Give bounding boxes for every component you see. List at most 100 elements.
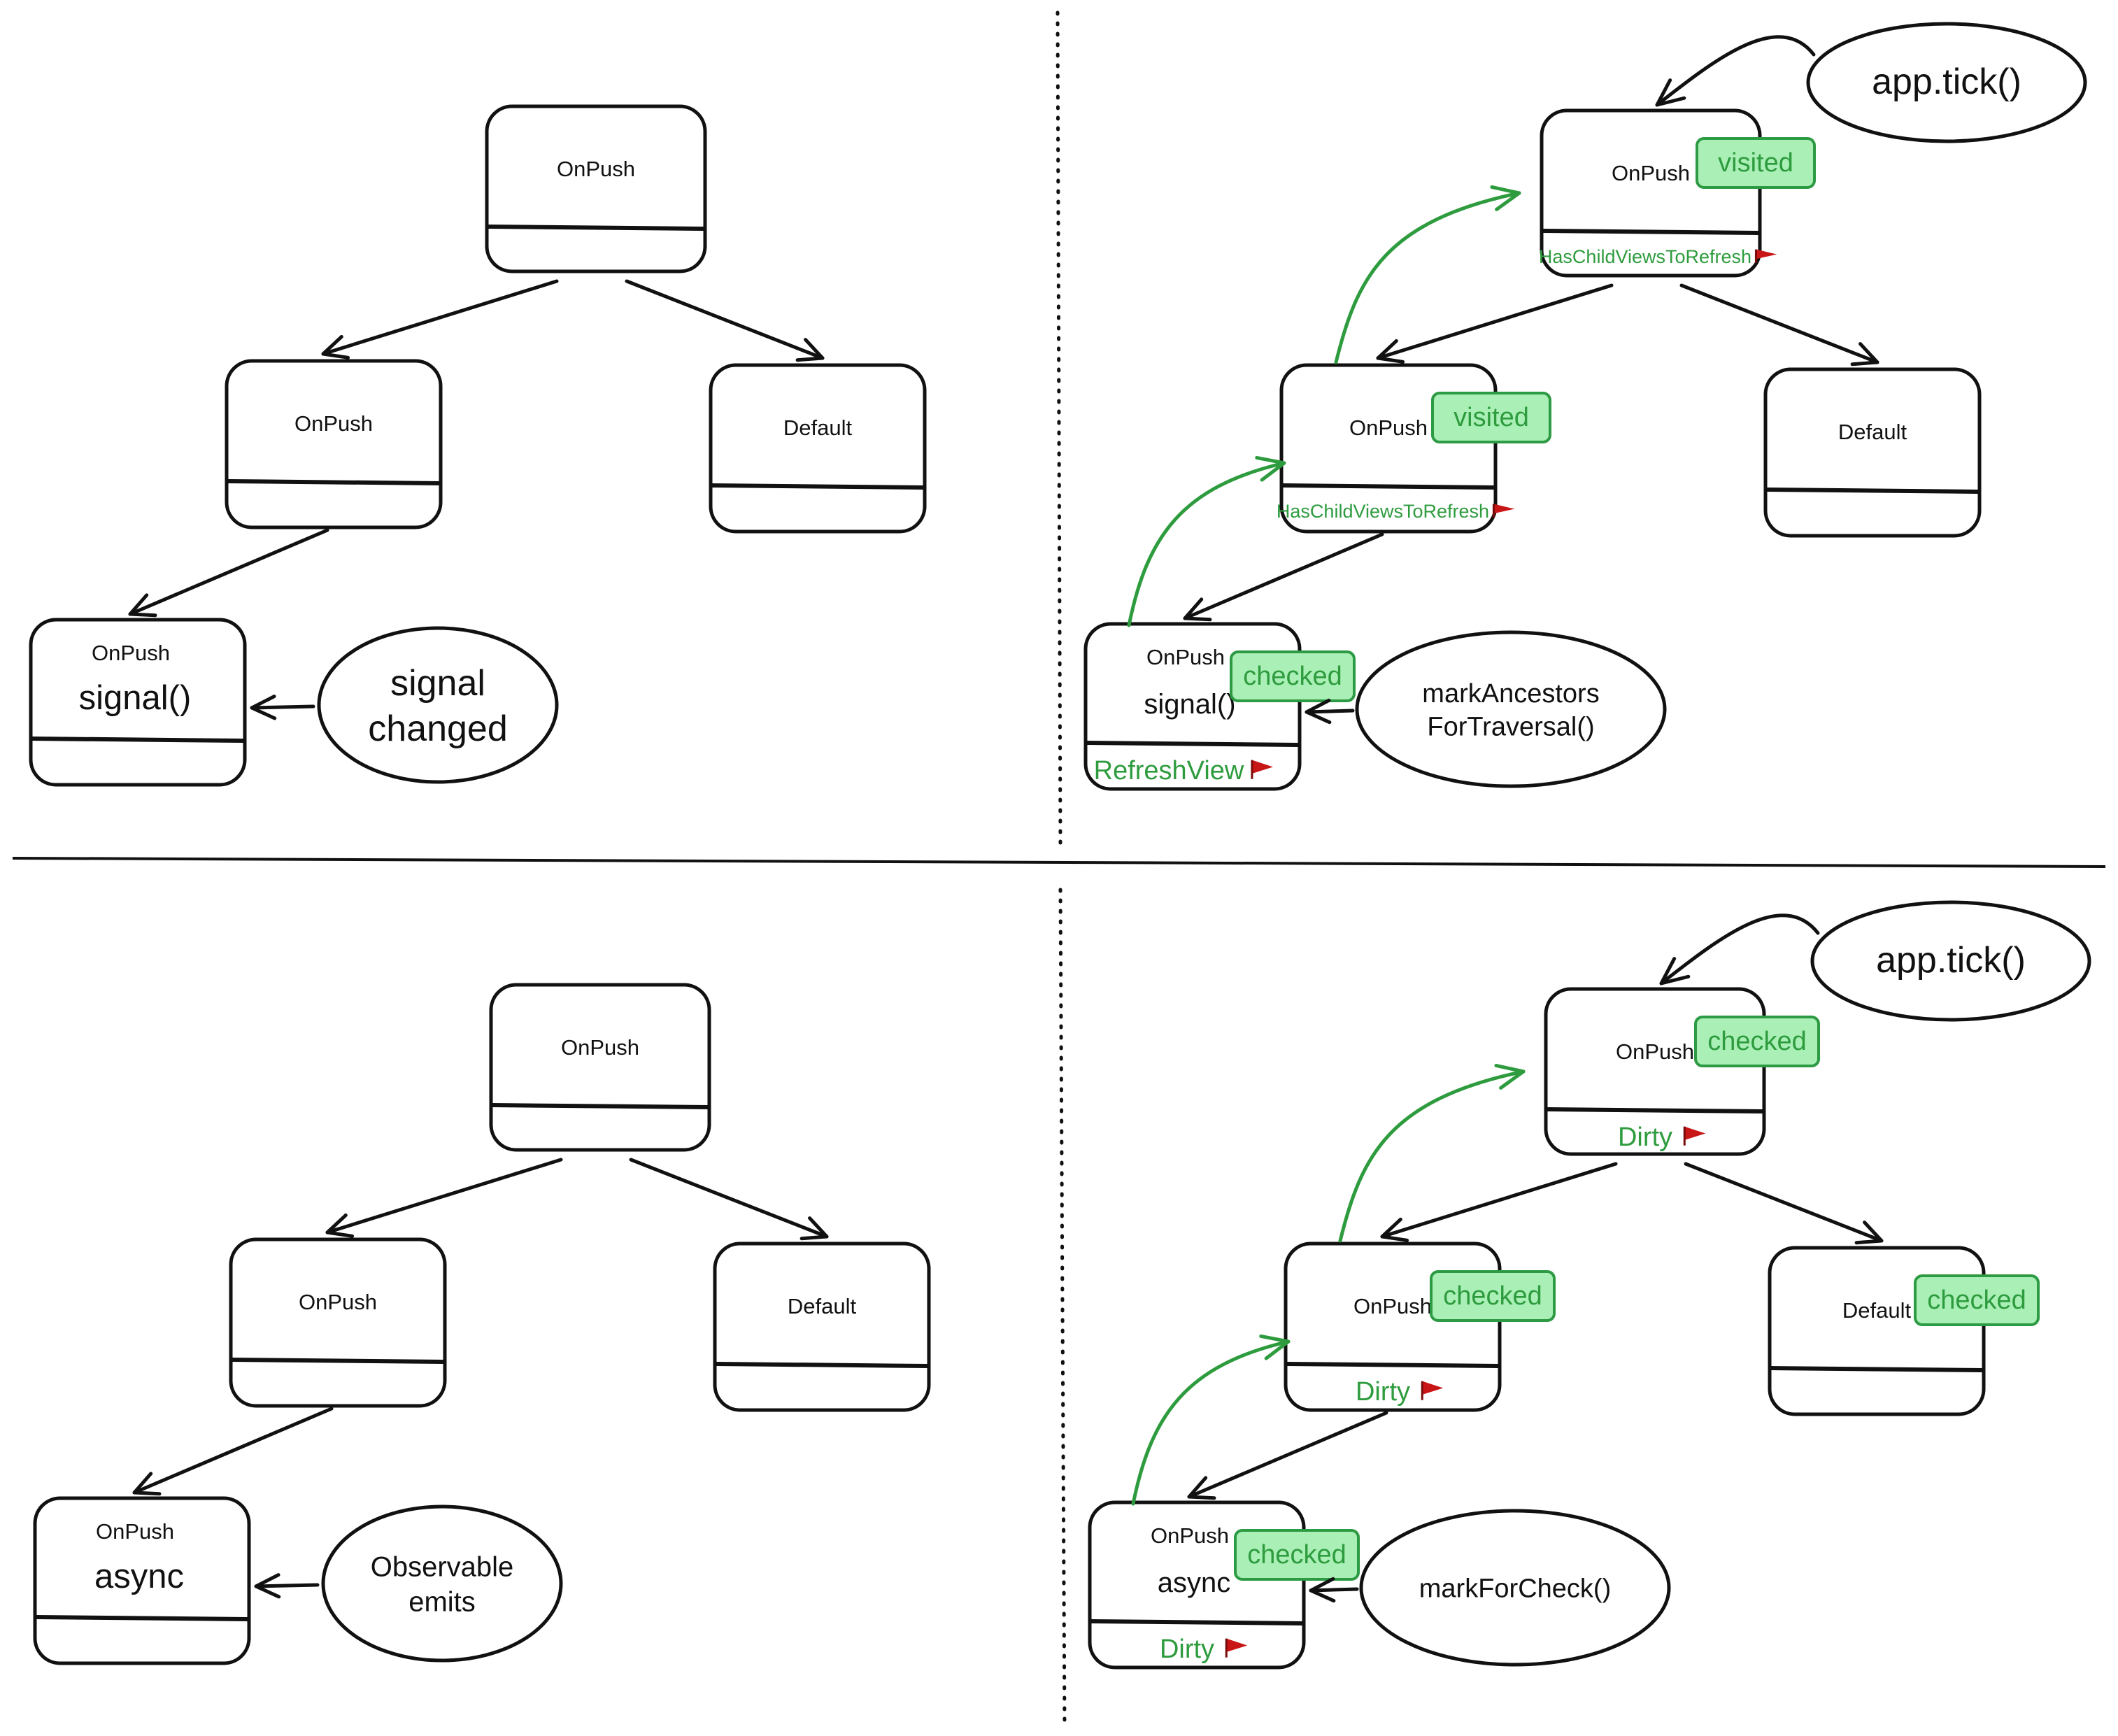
- arrowhead: [1854, 1221, 1884, 1245]
- node-separator: [488, 225, 704, 231]
- arrowhead: [795, 338, 825, 362]
- tree-edge-arrow: [1376, 283, 1614, 360]
- arrowhead: [1380, 1217, 1409, 1242]
- node-separator: [227, 479, 440, 485]
- arrowhead: [321, 334, 350, 360]
- node-box: [1768, 1246, 1986, 1416]
- trigger-label: app.tick(): [1872, 62, 2021, 102]
- badge-box: [1694, 1016, 1820, 1067]
- tree-edge-arrow: [1679, 283, 1879, 364]
- red-flag-icon: [1756, 249, 1777, 259]
- badge-box: [1234, 1529, 1360, 1581]
- status-badge: checked: [1234, 1529, 1360, 1581]
- trigger-label: app.tick(): [1876, 940, 2026, 981]
- ellipse-text-line: markForCheck(): [1419, 1574, 1611, 1604]
- ellipse-shape: [1359, 1509, 1671, 1667]
- status-flag-label: Dirty: [1356, 1377, 1410, 1407]
- node-box: [485, 104, 707, 273]
- badge-label: checked: [1243, 662, 1342, 691]
- ellipse-text-line: markAncestors: [1422, 679, 1599, 709]
- red-flag-icon: [1226, 1638, 1248, 1652]
- node-box: [225, 359, 443, 529]
- green-traversal-arrow: [1338, 1069, 1526, 1243]
- arrowhead: [1494, 1063, 1526, 1090]
- tree-edge-arrow: [132, 1407, 334, 1495]
- component-node: OnPush: [229, 1237, 447, 1408]
- node-box: [33, 1496, 251, 1665]
- node-separator: [1086, 741, 1299, 747]
- component-node: Default: [713, 1241, 931, 1412]
- status-badge: checked: [1914, 1274, 2040, 1326]
- ellipse-shape: [317, 626, 559, 784]
- tree-edge-arrow: [1183, 532, 1384, 620]
- arrowhead: [1309, 1577, 1336, 1603]
- trigger-ellipse: [1806, 22, 2087, 143]
- tree-edge-arrow: [1380, 1162, 1618, 1239]
- status-badge: visited: [1696, 137, 1816, 189]
- node-box: [709, 363, 927, 534]
- node-separator: [1090, 1619, 1303, 1625]
- arrowhead: [128, 593, 157, 618]
- ellipse-text-line: Observable: [371, 1551, 514, 1582]
- event-arrow: [1305, 709, 1355, 714]
- badge-box: [1914, 1274, 2040, 1326]
- arrowhead: [1659, 957, 1691, 986]
- badge-box: [1696, 137, 1816, 189]
- arrowhead: [1490, 185, 1521, 211]
- component-node: Default: [1763, 367, 1982, 538]
- node-separator: [1286, 1362, 1499, 1368]
- component-node: OnPush async: [33, 1496, 251, 1665]
- node-separator: [1547, 1107, 1763, 1114]
- app-tick-trigger: app.tick(): [1806, 22, 2087, 143]
- badge-box: [1431, 392, 1551, 443]
- node-label: OnPush: [1353, 1294, 1432, 1318]
- node-sublabel: async: [94, 1558, 184, 1595]
- node-separator: [232, 1358, 444, 1364]
- green-traversal-arrow: [1334, 191, 1521, 364]
- panel-dividers: [12, 10, 2106, 1728]
- node-label: Default: [783, 415, 853, 440]
- node-label: Default: [788, 1294, 857, 1318]
- node-label: OnPush: [1151, 1523, 1229, 1548]
- horizontal-divider: [12, 857, 2106, 868]
- component-node: OnPush: [225, 359, 443, 529]
- event-ellipse: markForCheck(): [1359, 1509, 1671, 1667]
- ellipse-text-line: ForTraversal(): [1427, 712, 1594, 741]
- arrowhead: [1305, 698, 1332, 725]
- node-separator: [31, 737, 244, 743]
- event-arrow: [1309, 1587, 1359, 1593]
- panel-top-right: OnPushHasChildViewsToRefreshvisitedOnPus…: [1083, 22, 2087, 791]
- status-flag-label: RefreshView: [1094, 756, 1244, 785]
- node-sublabel: signal(): [1144, 689, 1235, 720]
- node-box: [29, 618, 247, 787]
- tick-arrow: [1655, 35, 1816, 107]
- arrowhead: [799, 1216, 829, 1241]
- component-node: Default: [709, 363, 927, 534]
- node-separator: [1542, 229, 1759, 235]
- node-box: [489, 983, 711, 1152]
- node-label: OnPush: [561, 1035, 639, 1060]
- status-flag-label: HasChildViewsToRefresh: [1539, 246, 1751, 267]
- tree-edge-arrow: [325, 1158, 563, 1235]
- node-label: OnPush: [96, 1519, 174, 1544]
- badge-box: [1230, 650, 1356, 702]
- tree-edge-arrow: [629, 1158, 829, 1239]
- red-flag-icon: [1684, 1126, 1706, 1140]
- badge-label: checked: [1707, 1027, 1807, 1056]
- status-flag-label: HasChildViewsToRefresh: [1277, 501, 1489, 522]
- node-label: Default: [1838, 420, 1907, 444]
- node-separator: [1770, 1366, 1983, 1372]
- badge-box: [1430, 1270, 1556, 1322]
